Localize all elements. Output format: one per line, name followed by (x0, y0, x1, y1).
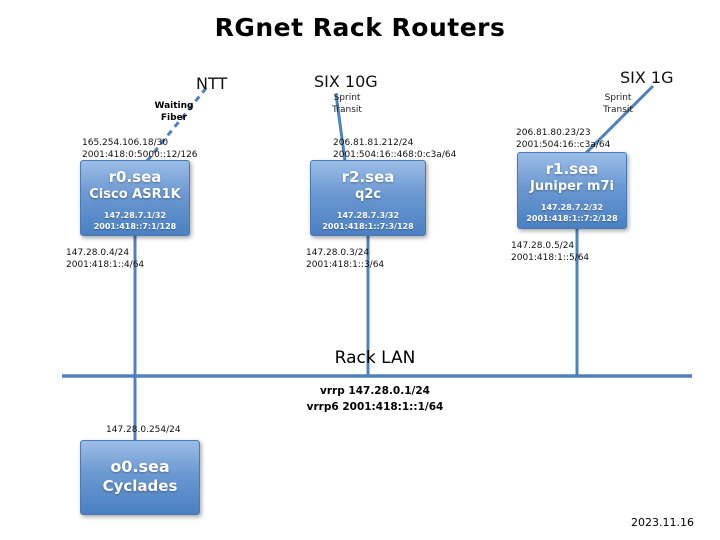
console-server-box-o0: o0.sea Cyclades (80, 440, 200, 515)
r2-uplink-ipv6: 2001:504:16::468:0:c3a/64 (333, 150, 457, 161)
router-model: Juniper m7i (530, 178, 614, 194)
r1-lan-ipv6: 2001:418:1::5/64 (511, 253, 590, 264)
r0-loopback-ipv4: 147.28.7.1/32 (103, 210, 167, 220)
ntt-waiting-fiber-note: Waiting Fiber (154, 101, 194, 123)
rack-lan-label: Rack LAN (334, 348, 416, 368)
router-name: r2.sea (341, 168, 395, 186)
r0-uplink-addresses: 165.254.106.18/30 2001:418:0:5000::12/12… (82, 137, 198, 161)
router-loopback-addresses: 147.28.7.3/32 2001:418:1::7:3/128 (322, 210, 413, 232)
r0-uplink-ipv6: 2001:418:0:5000::12/126 (82, 150, 198, 161)
console-server-model: Cyclades (102, 477, 178, 495)
router-model: q2c (354, 186, 382, 202)
r2-loopback-ipv6: 2001:418:1::7:3/128 (322, 221, 414, 231)
r2-lan-ipv6: 2001:418:1::3/64 (306, 260, 385, 271)
router-loopback-addresses: 147.28.7.1/32 2001:418::7:1/128 (94, 210, 177, 232)
six1g-sprint-transit-note: Sprint Transit (603, 93, 633, 115)
router-box-r1: r1.sea Juniper m7i 147.28.7.2/32 2001:41… (517, 152, 627, 229)
six10g-link-line (334, 93, 347, 162)
r1-uplink-ipv6: 2001:504:16::c3a/64 (516, 140, 611, 151)
r1-uplink-ipv4: 206.81.80.23/23 (516, 128, 591, 138)
six10g-label: SIX 10G (314, 72, 378, 91)
diagram-title: RGnet Rack Routers (214, 13, 506, 42)
r2-loopback-ipv4: 147.28.7.3/32 (336, 210, 400, 220)
r0-lan-addresses: 147.28.0.4/24 2001:418:1::4/64 (66, 247, 144, 271)
r1-lan-addresses: 147.28.0.5/24 2001:418:1::5/64 (511, 240, 589, 264)
slide-date: 2023.11.16 (631, 516, 694, 529)
r2-uplink-addresses: 206.81.81.212/24 2001:504:16::468:0:c3a/… (333, 137, 456, 161)
vrrp-ipv6: vrrp6 2001:418:1::1/64 (306, 400, 444, 413)
o0-lan-ipv4: 147.28.0.254/24 (106, 425, 181, 435)
r0-lan-ipv4: 147.28.0.4/24 (66, 248, 130, 258)
rack-lan-vrrp-addresses: vrrp 147.28.0.1/24 vrrp6 2001:418:1::1/6… (290, 384, 460, 416)
r0-lan-ipv6: 2001:418:1::4/64 (66, 260, 145, 271)
router-loopback-addresses: 147.28.7.2/32 2001:418:1::7:2/128 (526, 202, 617, 224)
router-box-r2: r2.sea q2c 147.28.7.3/32 2001:418:1::7:3… (310, 160, 426, 236)
r1-uplink-addresses: 206.81.80.23/23 2001:504:16::c3a/64 (516, 127, 610, 151)
router-name: r0.sea (108, 168, 162, 186)
r0-loopback-ipv6: 2001:418::7:1/128 (93, 221, 177, 231)
r1-loopback-ipv6: 2001:418:1::7:2/128 (526, 213, 618, 223)
router-name: r1.sea (545, 160, 599, 178)
six1g-label: SIX 1G (620, 68, 674, 87)
r2-uplink-ipv4: 206.81.81.212/24 (333, 138, 414, 148)
router-model: Cisco ASR1K (89, 186, 181, 202)
ntt-link-line (145, 86, 209, 162)
console-server-name: o0.sea (110, 457, 170, 476)
vrrp-ipv4: vrrp 147.28.0.1/24 (320, 385, 430, 397)
r0-uplink-ipv4: 165.254.106.18/30 (82, 138, 169, 148)
r2-lan-addresses: 147.28.0.3/24 2001:418:1::3/64 (306, 247, 384, 271)
router-box-r0: r0.sea Cisco ASR1K 147.28.7.1/32 2001:41… (80, 160, 190, 236)
r1-loopback-ipv4: 147.28.7.2/32 (540, 202, 604, 212)
six1g-link-line (584, 84, 655, 155)
r2-lan-ipv4: 147.28.0.3/24 (306, 248, 370, 258)
ntt-label: NTT (196, 74, 228, 93)
r1-lan-ipv4: 147.28.0.5/24 (511, 241, 575, 251)
six10g-sprint-transit-note: Sprint Transit (332, 93, 362, 115)
